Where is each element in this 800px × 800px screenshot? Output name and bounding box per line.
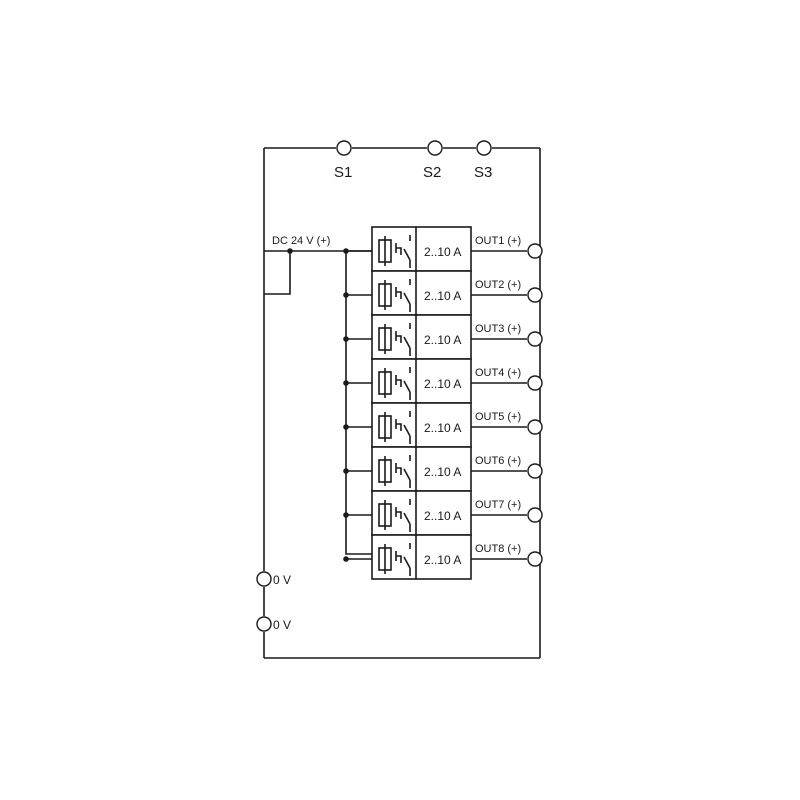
sensor-label-s1: S1 [334, 164, 352, 181]
channel-5-contact-symbol [395, 419, 402, 431]
channel-8-rating: 2..10 A [424, 553, 461, 567]
supply-jumper [264, 251, 291, 295]
sensor-terminal-s3 [476, 140, 492, 156]
channel-2-output-label: OUT2 (+) [475, 279, 521, 291]
channel-5-output-label: OUT5 (+) [475, 411, 521, 423]
channel-8-output-terminal [527, 551, 543, 567]
ground-label-2: 0 V [273, 618, 291, 632]
sensor-label-s2: S2 [423, 164, 441, 181]
channel-2-output-terminal [527, 287, 543, 303]
channel-6-contact-symbol [395, 463, 402, 475]
channel-4-switch-symbol [403, 367, 411, 400]
channel-7-output-terminal [527, 507, 543, 523]
channel-1-output-label: OUT1 (+) [475, 235, 521, 247]
channel-2-switch-symbol [403, 279, 411, 312]
ground-terminal-2 [256, 616, 272, 632]
channel-8-contact-symbol [395, 551, 402, 563]
channel-3-switch-symbol [403, 323, 411, 356]
ground-terminal-1 [256, 571, 272, 587]
channel-4-contact-symbol [395, 375, 402, 387]
channel-6-output-terminal [527, 463, 543, 479]
channel-3-output-label: OUT3 (+) [475, 323, 521, 335]
channel-7-rating: 2..10 A [424, 509, 461, 523]
supply-label: DC 24 V (+) [272, 235, 330, 247]
channel-5-output-terminal [527, 419, 543, 435]
channel-6-output-label: OUT6 (+) [475, 455, 521, 467]
channel-1-module [371, 226, 472, 272]
channel-1-output-terminal [527, 243, 543, 259]
channel-1-switch-symbol [403, 235, 411, 268]
channel-5-rating: 2..10 A [424, 421, 461, 435]
channel-7-output-label: OUT7 (+) [475, 499, 521, 511]
channel-3-rating: 2..10 A [424, 333, 461, 347]
channel-1-rating: 2..10 A [424, 245, 461, 259]
channel-7-switch-symbol [403, 499, 411, 532]
channel-8-switch-symbol [403, 543, 411, 576]
channel-4-output-label: OUT4 (+) [475, 367, 521, 379]
channel-2-contact-symbol [395, 287, 402, 299]
supply-junction [287, 248, 293, 254]
channel-7-contact-symbol [395, 507, 402, 519]
sensor-terminal-s2 [427, 140, 443, 156]
channel-1-contact-symbol [395, 243, 402, 255]
sensor-label-s3: S3 [474, 164, 492, 181]
distribution-bus [345, 251, 372, 555]
channel-8-output-label: OUT8 (+) [475, 543, 521, 555]
sensor-terminal-s1 [336, 140, 352, 156]
channel-2-rating: 2..10 A [424, 289, 461, 303]
channel-4-rating: 2..10 A [424, 377, 461, 391]
channel-6-rating: 2..10 A [424, 465, 461, 479]
channel-group: 2..10 A OUT1 (+) 2..10 A OUT2 (+) 2..10 A OUT… [343, 226, 543, 580]
channel-4-output-terminal [527, 375, 543, 391]
ground-label-1: 0 V [273, 573, 291, 587]
channel-5-switch-symbol [403, 411, 411, 444]
channel-3-contact-symbol [395, 331, 402, 343]
channel-3-output-terminal [527, 331, 543, 347]
channel-6-switch-symbol [403, 455, 411, 488]
